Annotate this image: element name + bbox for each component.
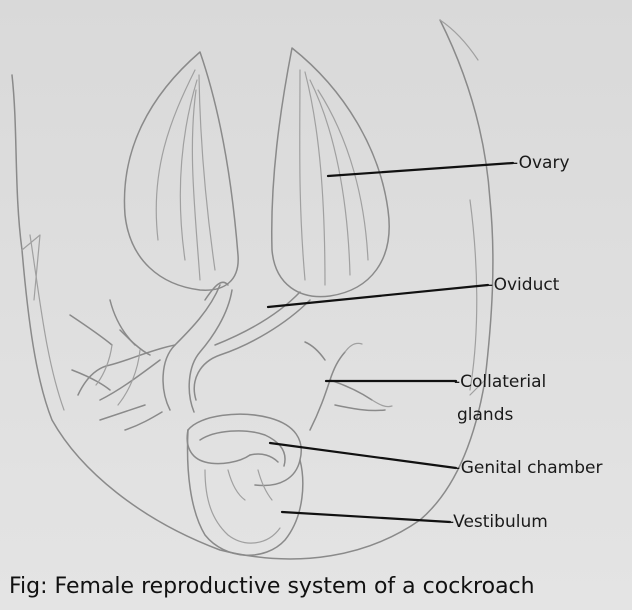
label-collaterial-line2: glands bbox=[457, 405, 514, 425]
label-ovary: -Ovary bbox=[512, 153, 570, 173]
leader-vestibulum bbox=[280, 510, 452, 524]
figure-caption: Fig: Female reproductive system of a coc… bbox=[9, 574, 535, 599]
label-vestibulum: -Vestibulum bbox=[448, 512, 548, 532]
vestibulum-shape bbox=[186, 429, 304, 556]
left-collaterial-glands bbox=[69, 299, 176, 431]
genital-chamber-shape bbox=[186, 413, 302, 487]
leader-lines bbox=[266, 161, 515, 524]
leader-genital-chamber bbox=[268, 441, 458, 470]
label-oviduct: -Oviduct bbox=[487, 275, 560, 295]
right-collaterial-glands bbox=[304, 341, 393, 431]
abdomen-outline bbox=[11, 19, 494, 560]
label-collaterial-line1: -Collaterial bbox=[454, 372, 547, 392]
label-genital-chamber: -Genital chamber bbox=[454, 458, 603, 478]
oviducts bbox=[162, 281, 311, 413]
leader-oviduct bbox=[266, 283, 490, 309]
right-ovary bbox=[271, 47, 390, 298]
leader-ovary bbox=[326, 161, 515, 178]
left-ovary bbox=[123, 51, 239, 291]
